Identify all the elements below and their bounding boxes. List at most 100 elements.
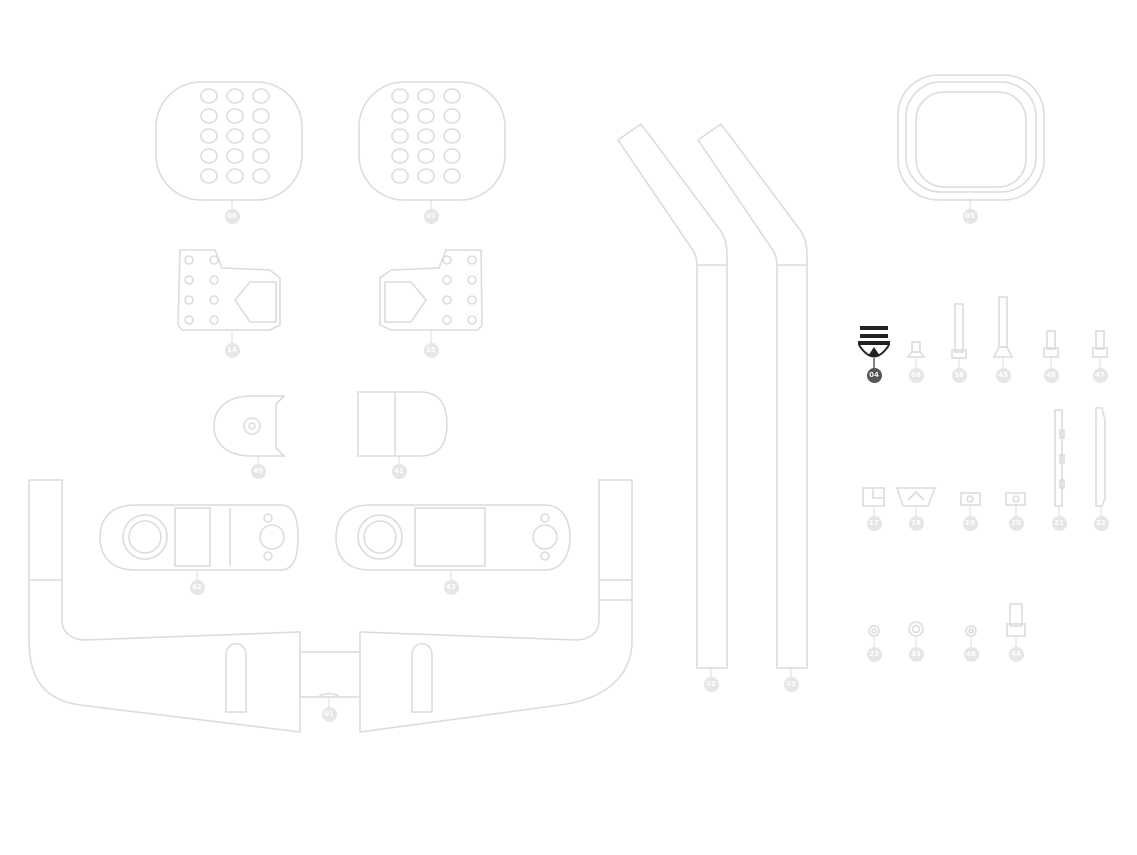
part-label-23[interactable]: 23 bbox=[866, 646, 882, 662]
hole bbox=[252, 108, 270, 124]
hole bbox=[200, 108, 218, 124]
part-label-39[interactable]: 39 bbox=[908, 646, 924, 662]
part-15-bracket[interactable] bbox=[379, 249, 483, 331]
part-43-armrest-base[interactable] bbox=[335, 504, 571, 571]
hole bbox=[391, 168, 409, 184]
part-label-47[interactable]: 47 bbox=[1092, 367, 1108, 383]
hole bbox=[226, 168, 244, 184]
hole bbox=[200, 168, 218, 184]
hole bbox=[467, 295, 477, 305]
part-label-45[interactable]: 45 bbox=[995, 367, 1011, 383]
part-label-14[interactable]: 14 bbox=[224, 342, 240, 358]
part-47-bolt[interactable] bbox=[1092, 330, 1108, 358]
part-46-bolt[interactable] bbox=[1043, 330, 1059, 358]
part-label-19[interactable]: 19 bbox=[962, 515, 978, 531]
part-21-rail[interactable] bbox=[1054, 409, 1065, 507]
part-44-spacer[interactable] bbox=[1006, 603, 1026, 637]
part-06-arm-pad[interactable] bbox=[155, 81, 303, 201]
hole bbox=[467, 315, 477, 325]
part-19-nut[interactable] bbox=[960, 492, 981, 506]
hole bbox=[252, 128, 270, 144]
part-22-rail[interactable] bbox=[1095, 407, 1106, 507]
part-48-washer[interactable] bbox=[965, 625, 977, 637]
part-07-arm-pad[interactable] bbox=[358, 81, 506, 201]
hole bbox=[252, 88, 270, 104]
part-label-03[interactable]: 03 bbox=[783, 676, 799, 692]
hole bbox=[209, 315, 219, 325]
part-label-01[interactable]: 01 bbox=[321, 706, 337, 722]
part-label-22[interactable]: 22 bbox=[1093, 515, 1109, 531]
hole bbox=[417, 168, 435, 184]
part-label-46[interactable]: 46 bbox=[1043, 367, 1059, 383]
hole bbox=[226, 108, 244, 124]
part-label-20[interactable]: 20 bbox=[1008, 515, 1024, 531]
part-label-15[interactable]: 15 bbox=[423, 342, 439, 358]
hole bbox=[417, 108, 435, 124]
part-18-bolt[interactable] bbox=[951, 303, 967, 359]
hole bbox=[184, 315, 194, 325]
part-label-04-selected[interactable]: 04 bbox=[866, 367, 882, 383]
part-label-21[interactable]: 21 bbox=[1051, 515, 1067, 531]
part-label-48[interactable]: 48 bbox=[963, 646, 979, 662]
part-02-tube[interactable] bbox=[616, 122, 728, 669]
part-17-bracket[interactable] bbox=[862, 487, 885, 507]
part-20-nut[interactable] bbox=[1005, 492, 1026, 506]
hole bbox=[184, 275, 194, 285]
hole bbox=[443, 88, 461, 104]
part-39-nut[interactable] bbox=[908, 621, 924, 637]
hole bbox=[200, 88, 218, 104]
part-label-18[interactable]: 18 bbox=[951, 367, 967, 383]
hole bbox=[443, 128, 461, 144]
hole bbox=[443, 148, 461, 164]
hole bbox=[209, 275, 219, 285]
hole bbox=[442, 255, 452, 265]
hole bbox=[200, 128, 218, 144]
hole bbox=[391, 88, 409, 104]
hole bbox=[442, 295, 452, 305]
hole bbox=[252, 168, 270, 184]
hole bbox=[226, 128, 244, 144]
part-label-17[interactable]: 17 bbox=[866, 515, 882, 531]
part-label-05[interactable]: 05 bbox=[962, 208, 978, 224]
hole bbox=[467, 275, 477, 285]
part-label-40[interactable]: 40 bbox=[250, 463, 266, 479]
part-42-armrest-base[interactable] bbox=[99, 504, 299, 571]
part-23-washer[interactable] bbox=[868, 625, 880, 637]
hole bbox=[467, 255, 477, 265]
part-label-44[interactable]: 44 bbox=[1008, 646, 1024, 662]
hole bbox=[226, 88, 244, 104]
part-label-02[interactable]: 02 bbox=[703, 676, 719, 692]
hole bbox=[417, 128, 435, 144]
part-01-base-bar[interactable] bbox=[28, 479, 633, 733]
part-label-06[interactable]: 06 bbox=[224, 208, 240, 224]
hole bbox=[391, 108, 409, 124]
part-05-pad[interactable] bbox=[897, 74, 1045, 201]
part-04-knob[interactable] bbox=[858, 326, 890, 358]
hole bbox=[417, 148, 435, 164]
part-41-cap[interactable] bbox=[357, 391, 448, 457]
hole bbox=[442, 275, 452, 285]
part-label-08[interactable]: 08 bbox=[908, 367, 924, 383]
hole bbox=[184, 295, 194, 305]
part-45-bolt[interactable] bbox=[992, 296, 1014, 358]
hole bbox=[200, 148, 218, 164]
hole bbox=[442, 315, 452, 325]
hole bbox=[209, 255, 219, 265]
part-label-42[interactable]: 42 bbox=[189, 579, 205, 595]
part-16-clip[interactable] bbox=[895, 487, 937, 507]
part-03-tube[interactable] bbox=[696, 122, 808, 669]
part-14-bracket[interactable] bbox=[177, 249, 281, 331]
part-40-clip[interactable] bbox=[213, 395, 286, 457]
part-label-07[interactable]: 07 bbox=[423, 208, 439, 224]
hole bbox=[252, 148, 270, 164]
leader-lines bbox=[196, 198, 1102, 708]
part-08-screw[interactable] bbox=[906, 341, 926, 358]
hole bbox=[391, 128, 409, 144]
part-label-41[interactable]: 41 bbox=[391, 463, 407, 479]
hole bbox=[417, 88, 435, 104]
part-label-16[interactable]: 16 bbox=[908, 515, 924, 531]
hole bbox=[443, 168, 461, 184]
part-label-43[interactable]: 43 bbox=[443, 579, 459, 595]
hole bbox=[443, 108, 461, 124]
